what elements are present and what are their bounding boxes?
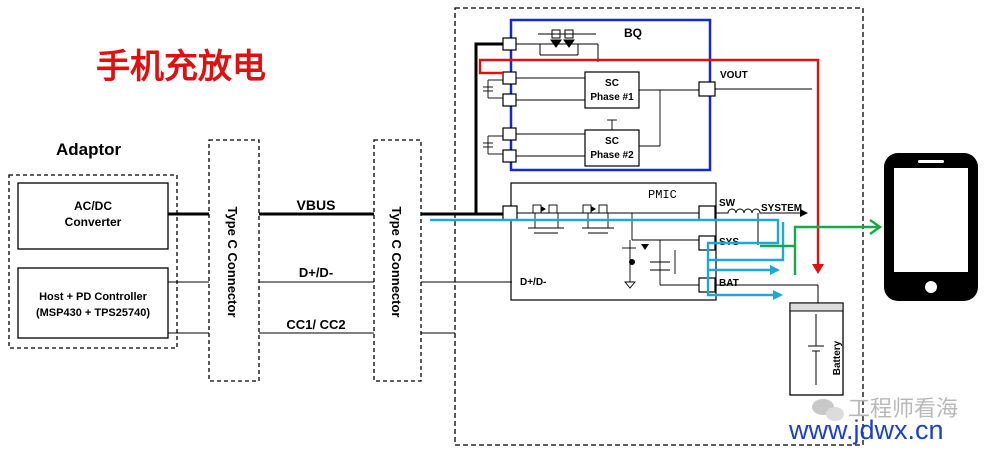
bq-pins (502, 37, 716, 163)
pmic-node-dot (629, 259, 635, 265)
sc-phase1-label-line1: SC (605, 78, 619, 89)
pmic-pins (502, 205, 716, 293)
pmic-label: PMIC (648, 188, 677, 202)
adaptor-boundary (8, 174, 178, 349)
type-c-connector-right (373, 139, 422, 382)
bq-internal-wiring (483, 77, 812, 157)
discharge-path (793, 225, 878, 275)
vbus-to-bq-wire (474, 42, 503, 214)
pmic-block (510, 182, 717, 301)
bq-label: BQ (624, 26, 642, 40)
type-c-connector-right-label: Type C Connector (389, 207, 404, 318)
phone-icon (884, 153, 978, 301)
sc-phase2-label-line2: Phase #2 (590, 150, 634, 161)
bq-input-switch (516, 29, 599, 62)
host-pd-label-line1: Host + PD Controller (39, 291, 148, 303)
cc-label: CC1/ CC2 (286, 317, 345, 332)
battery-cell-icon (808, 314, 824, 385)
acdc-label-line2: Converter (65, 215, 122, 229)
sc-phase1-label-line2: Phase #1 (590, 92, 634, 103)
pmic-bat-label: BAT (719, 278, 739, 289)
acdc-label-line1: AC/DC (74, 199, 112, 213)
charge-arrow-2-icon (770, 265, 780, 275)
system-label: SYSTEM (761, 203, 802, 214)
sc-phase1-block (584, 71, 640, 109)
diagram-title: 手机充放电 (96, 47, 266, 87)
pmic-dpdm-label: D+/D- (520, 277, 546, 288)
discharge-arrow-icon (869, 219, 883, 235)
charge-path (430, 218, 785, 297)
inductor-icon (715, 208, 800, 214)
acdc-converter-block (17, 182, 169, 250)
fast-charge-arrow-icon (812, 264, 824, 274)
pmic-diode-1-icon (541, 206, 546, 212)
pmic-diode-3-icon (641, 244, 649, 250)
website-url: www.jdwx.cn (788, 415, 944, 445)
host-pd-controller-block (17, 267, 169, 339)
wechat-logo-icon (812, 399, 844, 421)
fast-charge-path (478, 58, 820, 266)
vout-label: VOUT (720, 70, 748, 81)
adaptor-heading: Adaptor (56, 140, 122, 159)
pmic-diode-2-icon (591, 206, 596, 212)
pmic-internal-circuitry (517, 204, 699, 289)
type-c-connector-left (208, 139, 260, 382)
charge-arrow-1-icon (773, 290, 783, 300)
watermark-text: 工程师看海 (848, 397, 958, 422)
sc-phase2-label-line1: SC (605, 136, 619, 147)
host-pd-label-line2: (MSP430 + TPS25740) (36, 307, 150, 319)
pmic-sw-label: SW (719, 198, 736, 209)
system-arrow-icon (800, 209, 808, 217)
battery-label: Battery (832, 340, 843, 375)
dpdm-label: D+/D- (299, 265, 333, 280)
battery-cap (789, 302, 844, 312)
sc-phase2-block (584, 129, 640, 167)
vbus-label: VBUS (297, 197, 336, 213)
type-c-connector-left-label: Type C Connector (225, 207, 240, 318)
